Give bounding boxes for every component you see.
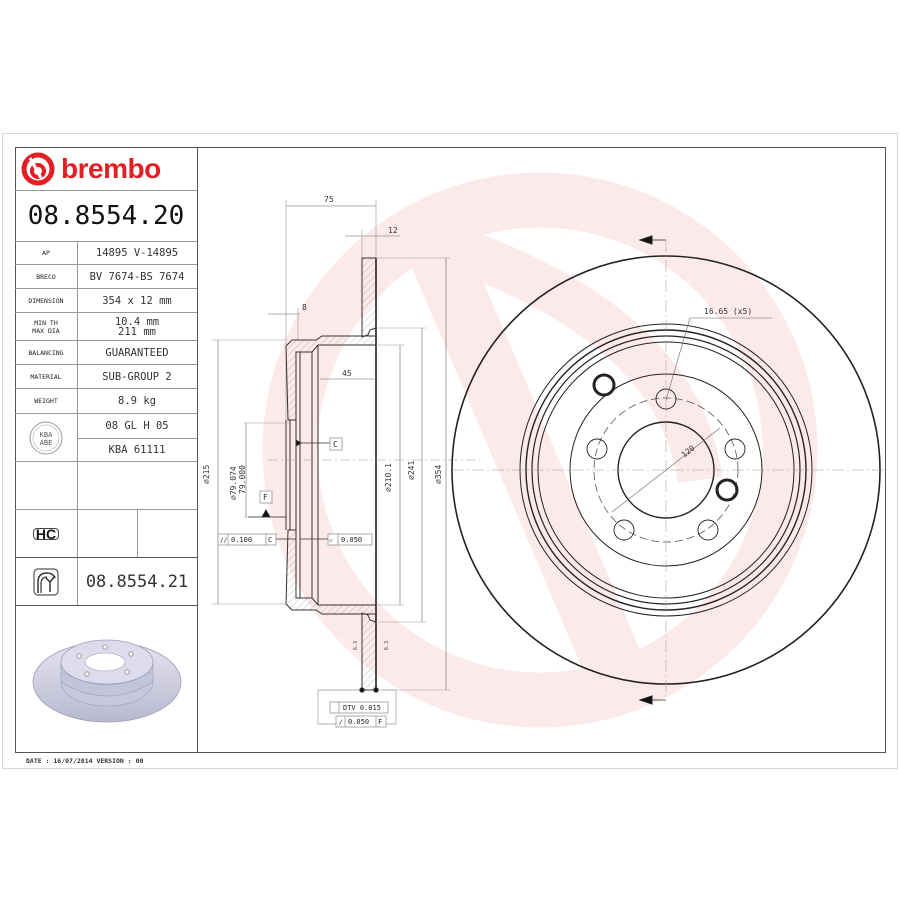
dim-overall-depth: 75 (324, 195, 334, 204)
alt-part-number: 08.8554.21 (85, 571, 189, 592)
hc-badge-icon: HC (32, 527, 60, 541)
spec-label: AP (15, 241, 78, 264)
svg-text:ABE: ABE (40, 439, 53, 447)
surface-mark-right: 6.3 (384, 641, 390, 650)
dim-bore-lower: 79.000 (238, 465, 247, 494)
spec-row-min-th-max-dia: MIN TH MAX DIA 10.4 mm 211 mm (15, 313, 197, 341)
spec-row-weight: WEIGHT 8.9 kg (15, 389, 197, 414)
spec-value: BV 7674-BS 7674 (89, 270, 185, 283)
kba-value-1: 08 GL H 05 (77, 414, 197, 439)
spec-label: WEIGHT (15, 389, 78, 413)
spec-value: 354 x 12 mm (102, 294, 172, 307)
svg-text:/: / (339, 719, 343, 726)
datum-f-label: F (263, 493, 268, 502)
date-version: DATE : 16/07/2014 VERSION : 00 (26, 757, 144, 765)
spec-label: BRECO (15, 265, 78, 288)
spec-value: 10.4 mm 211 mm (77, 313, 197, 340)
kba-badge: KBA ABE (15, 414, 78, 461)
surface-mark-left: 6.3 (353, 641, 359, 650)
spec-row-kba: KBA ABE 08 GL H 05 KBA 61111 (15, 414, 197, 462)
dim-disc-thickness: 12 (388, 226, 398, 235)
runout-value: 0.050 (348, 718, 369, 726)
title-block: brembo 08.8554.20 AP 14895 V-14895 BRECO… (15, 147, 198, 752)
max-diameter-value: 211 mm (118, 325, 156, 338)
hc-cell: HC (15, 510, 78, 557)
brake-disc-render-icon (32, 639, 182, 723)
hc-row: HC (15, 510, 197, 558)
spec-label: DIMENSION (15, 289, 78, 312)
brembo-logo-icon (21, 152, 55, 185)
alt-part-row: 08.8554.21 (15, 558, 197, 606)
spec-row-breco: BRECO BV 7674-BS 7674 (15, 265, 197, 289)
spec-row-dimension: DIMENSION 354 x 12 mm (15, 289, 197, 313)
min-thickness-value: 10.4 mm (114, 315, 160, 328)
dim-bore-upper: ∅79.074 (229, 466, 238, 500)
brand-logo: brembo (15, 147, 197, 191)
blank-cell (15, 462, 78, 509)
spec-value: 14895 V-14895 (95, 246, 179, 259)
spec-value: GUARANTEED (105, 346, 169, 359)
datum-c-label: C (333, 440, 338, 449)
dim-dia-241: ∅241 (407, 461, 416, 480)
spec-row-balancing: BALANCING GUARANTEED (15, 341, 197, 365)
spec-label: BALANCING (15, 341, 78, 364)
dim-bolt-hole: 16.65 (x5) (704, 307, 752, 316)
svg-text://: // (220, 537, 228, 544)
dtv-value: DTV 0.015 (343, 704, 381, 712)
kba-value-2: KBA 61111 (108, 444, 166, 456)
coated-disc-icon (33, 567, 59, 596)
dim-dia-210: ∅210.1 (384, 463, 393, 492)
svg-text:▱: ▱ (329, 537, 333, 544)
parallelism-value: 0.100 (231, 536, 252, 544)
product-render (15, 606, 197, 752)
spec-value: 8.9 kg (118, 395, 156, 407)
dim-dia-354: ∅354 (434, 465, 443, 484)
brand-name: brembo (61, 152, 161, 184)
spec-row-material: MATERIAL SUB-GROUP 2 (15, 365, 197, 389)
flatness-value: 0.050 (341, 536, 362, 544)
blank-row (15, 462, 197, 510)
spec-label: MATERIAL (15, 365, 78, 388)
part-number: 08.8554.20 (15, 191, 197, 242)
coating-cell (15, 558, 78, 605)
spec-row-ap: AP 14895 V-14895 (15, 241, 197, 265)
drawing-frame (15, 147, 886, 753)
dim-hat-depth: 45 (342, 369, 352, 378)
spec-label: MIN TH MAX DIA (15, 313, 78, 340)
hc-divider (137, 510, 138, 557)
spec-value: SUB-GROUP 2 (102, 370, 172, 383)
svg-text:C: C (268, 536, 272, 544)
svg-text:KBA: KBA (40, 431, 53, 439)
dim-hat-wall: 8 (302, 303, 307, 312)
svg-text:F: F (378, 718, 382, 726)
dim-dia-215: ∅215 (202, 465, 211, 484)
kba-abe-icon: KBA ABE (29, 421, 63, 454)
